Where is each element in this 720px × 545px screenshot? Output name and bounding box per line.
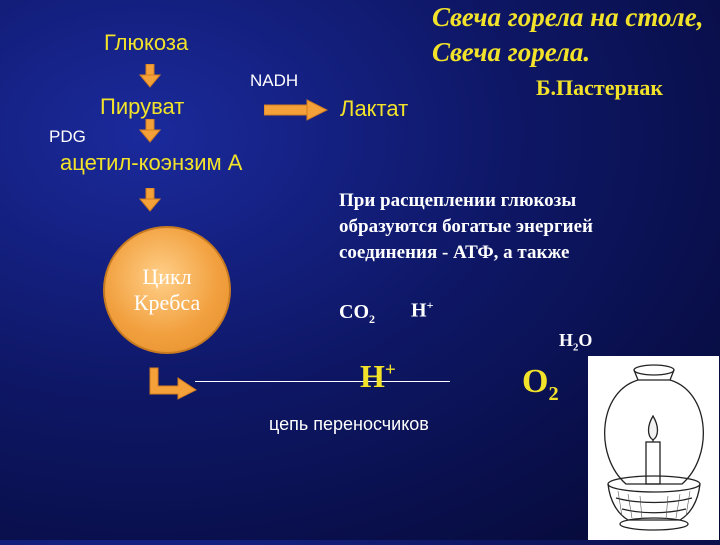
krebs-cycle-circle: Цикл Кребса: [103, 226, 231, 354]
bent-arrow-icon: [149, 367, 197, 400]
label-pyruvate: Пируват: [100, 94, 185, 119]
quote-author: Б.Пастернак: [536, 75, 664, 100]
candle-lamp-icon: [604, 364, 704, 531]
formula-h2o: H2O: [559, 330, 593, 354]
arrow-right-icon: [264, 99, 328, 121]
formula-h-plus-large: H+: [360, 358, 396, 394]
connector-line: [195, 381, 450, 382]
arrow-down-icon: [139, 119, 161, 143]
label-lactate: Лактат: [340, 96, 409, 121]
candle-lamp-panel: [588, 356, 719, 540]
quote-line-2: Свеча горела.: [432, 37, 591, 67]
label-glucose: Глюкоза: [104, 30, 189, 55]
krebs-label-line1: Цикл: [142, 264, 192, 289]
arrow-down-icon: [139, 188, 161, 212]
label-nadh: NADH: [250, 71, 299, 90]
label-pdg: PDG: [49, 127, 86, 146]
formula-h-plus: H+: [411, 298, 434, 322]
quote-line-1: Свеча горела на столе,: [432, 2, 704, 32]
formula-co2: CO2: [339, 301, 375, 326]
label-acetyl-coa: ацетил-коэнзим А: [60, 150, 243, 175]
krebs-label-line2: Кребса: [133, 290, 201, 315]
description-text: При расщеплении глюкозы образуются богат…: [339, 190, 593, 263]
formula-o2: O2: [522, 363, 559, 405]
label-electron-chain: цепь переносчиков: [269, 414, 429, 434]
arrow-down-icon: [139, 64, 161, 88]
